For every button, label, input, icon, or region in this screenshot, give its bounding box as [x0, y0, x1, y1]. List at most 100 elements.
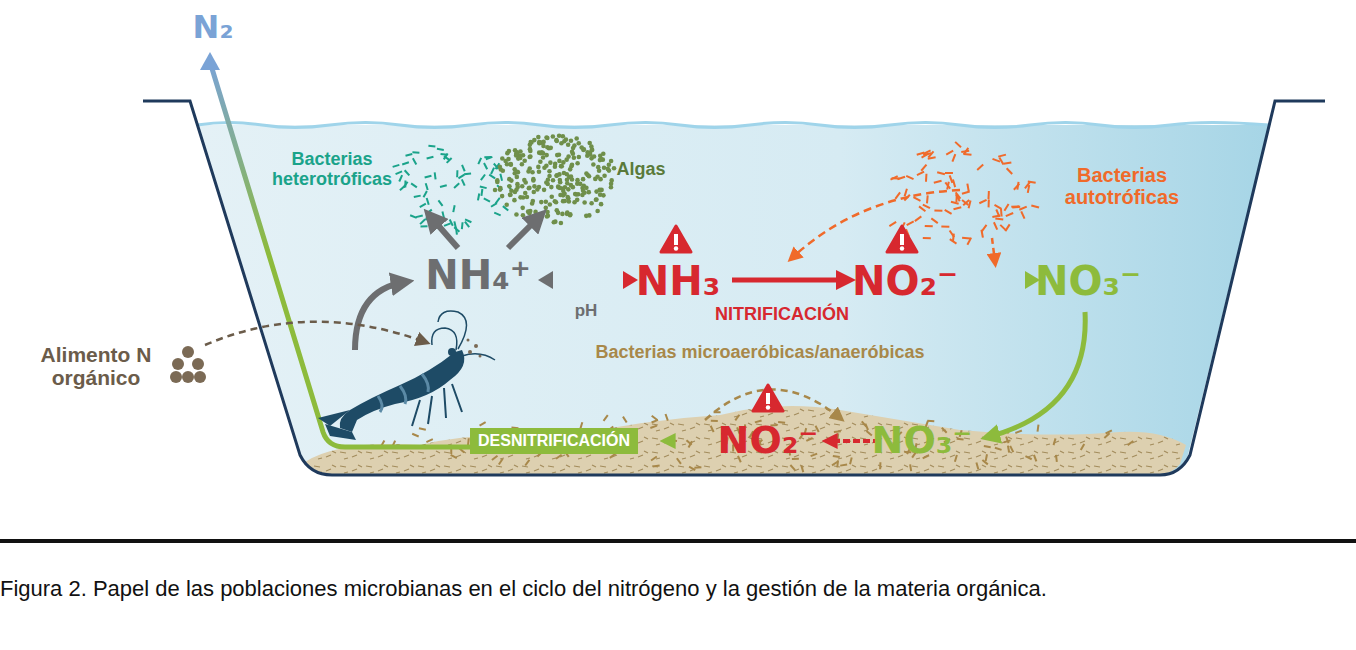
- algae-dot: [566, 187, 571, 192]
- algae-dot: [594, 197, 599, 202]
- bacteria-stroke: [934, 209, 942, 211]
- ion-label: NH₃: [636, 259, 720, 303]
- algae-dot: [528, 147, 533, 152]
- algae-dot: [544, 153, 549, 158]
- algae-dot: [527, 155, 532, 160]
- algae-dot: [493, 188, 498, 193]
- algae-dot: [495, 180, 500, 185]
- bacteria-stroke: [923, 205, 930, 209]
- algae-dot: [520, 162, 525, 167]
- input-label: Alimento N orgánico: [26, 343, 166, 389]
- ion-label: NO₂⁻: [718, 420, 819, 462]
- algae-dot: [557, 133, 562, 138]
- bacteria-stroke: [1006, 437, 1009, 444]
- bacteria-stroke: [993, 159, 1000, 162]
- algae-dot: [612, 166, 617, 171]
- algae-dot: [529, 140, 534, 145]
- reduction-arrow: [666, 439, 718, 443]
- bacteria-stroke: [447, 158, 452, 163]
- bacteria-stroke: [906, 176, 913, 179]
- bacteria-stroke: [1010, 446, 1013, 452]
- bacteria-stroke: [1000, 209, 1003, 217]
- bacteria-stroke: [961, 151, 969, 152]
- bacteria-stroke: [689, 467, 695, 470]
- bacteria-stroke: [1028, 185, 1029, 193]
- bacteria-stroke: [402, 162, 409, 164]
- algae-dot: [523, 191, 528, 196]
- algae-dot: [545, 214, 550, 219]
- algae-dot: [569, 183, 574, 188]
- bacteria-stroke: [461, 222, 464, 229]
- algae-dot: [551, 178, 556, 183]
- bacteria-stroke: [1006, 213, 1013, 216]
- bacteria-stroke: [889, 222, 896, 226]
- bacteria-stroke: [499, 459, 503, 465]
- bacteria-stroke: [964, 153, 972, 156]
- algae-dot: [500, 156, 505, 161]
- bacteria-stroke: [977, 165, 983, 170]
- bacteria-stroke: [404, 180, 406, 187]
- bacteria-stroke: [833, 456, 840, 457]
- bacteria-stroke: [917, 172, 924, 176]
- algae-dot: [507, 149, 512, 154]
- bacteria-stroke: [790, 465, 795, 470]
- bacteria-stroke: [420, 204, 426, 207]
- bacteria-stroke: [1014, 184, 1019, 190]
- bacteria-stroke: [480, 189, 483, 196]
- bacteria-stroke: [440, 185, 447, 187]
- algae-dot: [500, 194, 505, 199]
- bacteria-stroke: [941, 225, 949, 227]
- bacteria-stroke: [919, 206, 925, 211]
- algae-dot: [609, 159, 614, 164]
- algae-dot: [552, 220, 557, 225]
- bacteria-stroke: [937, 172, 945, 174]
- algae-dot: [498, 164, 503, 169]
- algae-dot: [531, 199, 536, 204]
- water: [197, 125, 1269, 474]
- bacteria-stroke: [462, 165, 465, 171]
- bacteria-stroke: [428, 145, 435, 148]
- algae-dot: [533, 210, 538, 215]
- algae-dot: [536, 135, 541, 140]
- bacteria-stroke: [952, 234, 955, 242]
- algae-dot: [589, 201, 594, 206]
- bacteria-stroke: [420, 219, 425, 224]
- algae-dot: [528, 209, 533, 214]
- bacteria-stroke: [478, 158, 481, 164]
- warning-icon: [753, 385, 783, 411]
- algae-dot: [520, 184, 525, 189]
- bacteria-stroke: [1104, 433, 1109, 438]
- algae-dot: [515, 169, 520, 174]
- algae-dot: [602, 173, 607, 178]
- algae-dot: [545, 136, 550, 141]
- algae-dot: [532, 184, 537, 189]
- algae-dot: [514, 152, 519, 157]
- algae-dot: [569, 174, 574, 179]
- algae-dot: [520, 206, 525, 211]
- algae-dot: [531, 178, 536, 183]
- bacteria-stroke: [556, 455, 562, 459]
- algae-dot: [586, 190, 591, 195]
- bacteria-stroke: [969, 201, 971, 209]
- bacteria-stroke: [913, 197, 920, 201]
- bacteria-stroke: [462, 179, 465, 185]
- figure-caption: Figura 2. Papel de las poblaciones micro…: [0, 576, 1047, 602]
- bacteria-stroke: [992, 215, 1000, 217]
- bacteria-stroke: [986, 454, 987, 461]
- bacteria-stroke: [1081, 444, 1084, 450]
- algae-dot: [558, 193, 563, 198]
- bacteria-stroke: [405, 170, 410, 175]
- bacteria-stroke: [491, 203, 497, 207]
- algae-dot: [569, 138, 574, 143]
- algae-dot: [591, 162, 596, 167]
- sediment: [305, 406, 1186, 474]
- algae-dot: [585, 150, 590, 155]
- algae-dot: [543, 206, 548, 211]
- arrow-head: [200, 52, 220, 70]
- algae-dot: [596, 165, 601, 170]
- bacteria-stroke: [489, 175, 495, 179]
- bacteria-stroke: [962, 200, 968, 205]
- algae-dot: [541, 140, 546, 145]
- algae-dot: [562, 171, 567, 176]
- algae-dot: [518, 195, 523, 200]
